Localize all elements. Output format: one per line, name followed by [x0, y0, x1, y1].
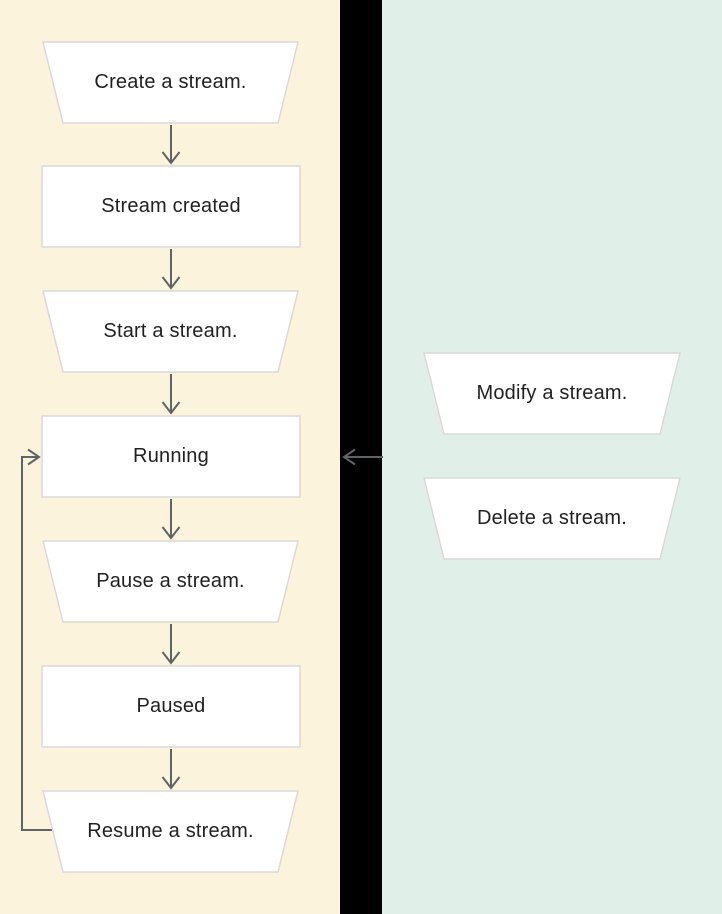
- node-modify-stream: Modify a stream.: [423, 352, 681, 435]
- trapezoid-shape: [423, 352, 681, 435]
- node-label: Start a stream.: [103, 320, 238, 342]
- node-start-stream: Start a stream.: [42, 290, 299, 373]
- rectangle-shape: [41, 165, 301, 248]
- trapezoid-shape: [42, 41, 299, 124]
- node-label: Running: [133, 445, 209, 467]
- node-create-stream: Create a stream.: [42, 41, 299, 124]
- node-stream-created: Stream created: [41, 165, 301, 248]
- trapezoid-shape: [42, 790, 299, 873]
- node-label: Resume a stream.: [87, 820, 254, 842]
- node-label: Delete a stream.: [477, 507, 627, 529]
- node-label: Pause a stream.: [96, 570, 245, 592]
- node-paused: Paused: [41, 665, 301, 748]
- node-label: Paused: [136, 695, 206, 717]
- trapezoid-shape: [42, 290, 299, 373]
- panel-divider: [340, 0, 382, 914]
- node-resume-stream: Resume a stream.: [42, 790, 299, 873]
- node-label: Stream created: [101, 195, 241, 217]
- trapezoid-shape: [42, 540, 299, 623]
- node-pause-stream: Pause a stream.: [42, 540, 299, 623]
- node-label: Modify a stream.: [476, 382, 628, 404]
- node-running: Running: [41, 415, 301, 498]
- trapezoid-shape: [423, 477, 681, 560]
- stream-actions-panel: [382, 0, 722, 914]
- rectangle-shape: [41, 665, 301, 748]
- node-delete-stream: Delete a stream.: [423, 477, 681, 560]
- rectangle-shape: [41, 415, 301, 498]
- node-label: Create a stream.: [94, 71, 247, 93]
